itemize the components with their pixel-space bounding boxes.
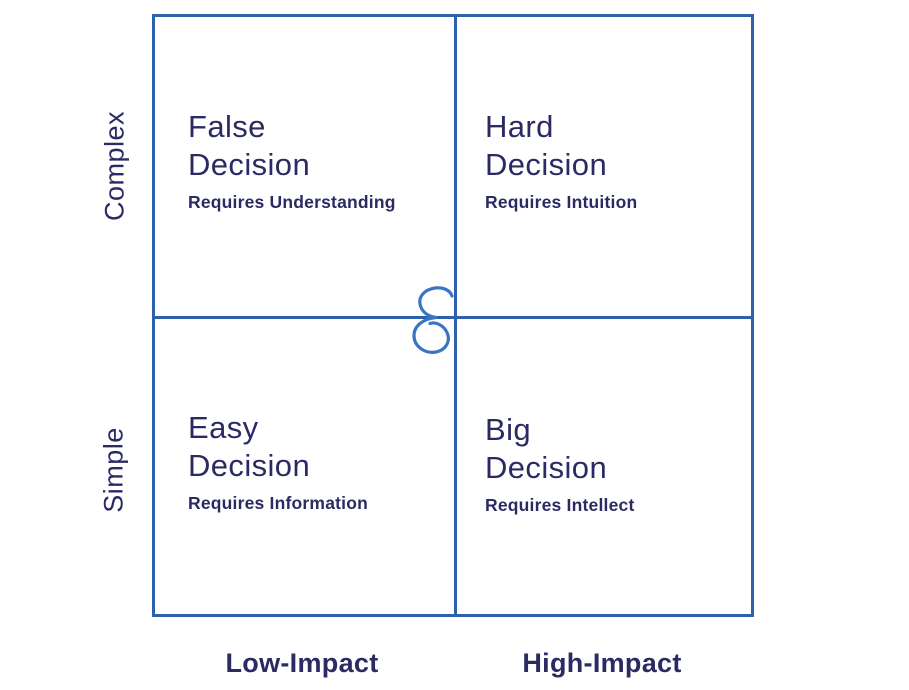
quadrant-title-line: Decision [485, 147, 608, 182]
quadrant-title: Big Decision [485, 411, 634, 487]
quadrant-hard-decision: Hard Decision Requires Intuition [485, 108, 637, 213]
quadrant-subtitle: Requires Information [188, 493, 368, 513]
horizontal-divider [155, 316, 751, 319]
quadrant-title-line: Big [485, 412, 532, 447]
y-axis-label-simple: Simple [98, 427, 129, 513]
quadrant-title-line: Hard [485, 109, 554, 144]
quadrant-title: Hard Decision [485, 108, 637, 184]
quadrant-subtitle: Requires Understanding [188, 192, 396, 212]
quadrant-easy-decision: Easy Decision Requires Information [188, 409, 368, 514]
quadrant-title-line: Decision [485, 450, 608, 485]
matrix-grid [152, 14, 754, 617]
quadrant-title-line: Decision [188, 448, 311, 483]
y-axis-label-complex: Complex [99, 110, 130, 222]
quadrant-title: False Decision [188, 108, 396, 184]
vertical-divider [454, 17, 457, 614]
x-axis-label-high-impact: High-Impact [522, 648, 682, 678]
quadrant-title-line: False [188, 109, 266, 144]
quadrant-subtitle: Requires Intellect [485, 495, 635, 515]
ampersand-flourish-icon [412, 286, 454, 354]
quadrant-title: Easy Decision [188, 409, 368, 485]
quadrant-big-decision: Big Decision Requires Intellect [485, 411, 634, 516]
quadrant-title-line: Easy [188, 410, 259, 445]
quadrant-subtitle: Requires Intuition [485, 192, 638, 212]
x-axis-label-low-impact: Low-Impact [225, 648, 379, 678]
quadrant-false-decision: False Decision Requires Understanding [188, 108, 396, 213]
quadrant-title-line: Decision [188, 147, 311, 182]
